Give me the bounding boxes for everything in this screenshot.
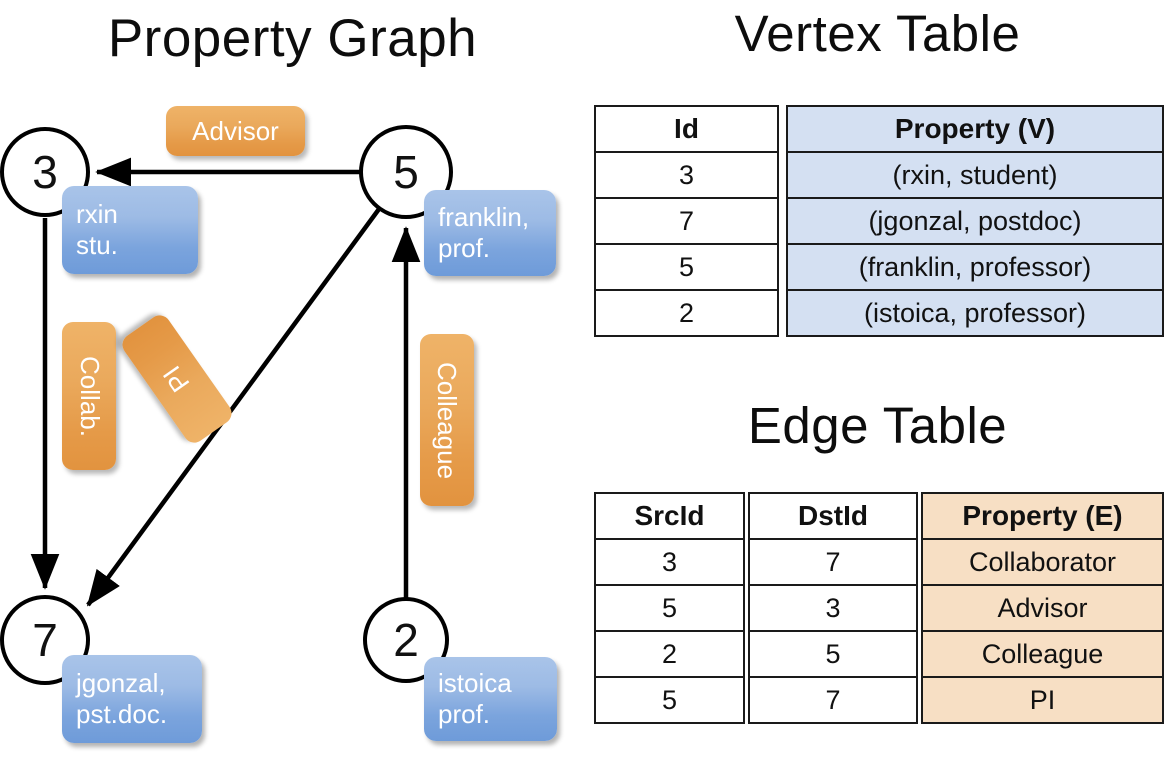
- vertex-cell-id: 5: [594, 243, 779, 291]
- page-title-vertex-table: Vertex Table: [734, 5, 1021, 62]
- edge-cell-srcid: 2: [594, 630, 745, 678]
- vertex-header-property: Property (V): [786, 105, 1164, 153]
- edge-header-dstid: DstId: [748, 492, 918, 540]
- vertex-cell-id: 3: [594, 151, 779, 199]
- edge-table-property-column: Property (E) Collaborator Advisor Collea…: [921, 492, 1164, 724]
- graph-node-7-label: 7: [32, 614, 58, 666]
- table-row: (franklin, professor): [786, 243, 1164, 291]
- property-graph-diagram: 3 5 7 2 rxin stu. franklin, prof. jgonza…: [0, 106, 557, 743]
- vertex-cell-property: (istoica, professor): [786, 289, 1164, 337]
- edge-cell-property: Advisor: [921, 584, 1164, 632]
- table-row: 2: [594, 630, 745, 678]
- node-property-box-2[interactable]: istoica prof.: [424, 657, 557, 741]
- graph-edge-arrows: [30, 157, 421, 607]
- edge-arrow-5-to-7: [86, 207, 381, 607]
- edge-label-collab[interactable]: Collab.: [62, 322, 116, 470]
- page-title-property-graph: Property Graph: [107, 9, 478, 68]
- table-header-row: Id: [594, 105, 779, 153]
- table-row: (istoica, professor): [786, 289, 1164, 337]
- table-header-row: SrcId: [594, 492, 745, 540]
- edge-cell-property: PI: [921, 676, 1164, 724]
- table-row: 5: [594, 676, 745, 724]
- vertex-cell-property: (franklin, professor): [786, 243, 1164, 291]
- edge-cell-dstid: 7: [748, 538, 918, 586]
- table-row: 5: [748, 630, 918, 678]
- edge-cell-property: Collaborator: [921, 538, 1164, 586]
- graph-node-2-label: 2: [393, 614, 419, 666]
- node-property-2-line1: istoica: [438, 668, 512, 699]
- edge-cell-property: Colleague: [921, 630, 1164, 678]
- vertex-table-id-column: Id 3 7 5 2: [594, 105, 779, 337]
- table-row: 3: [748, 584, 918, 632]
- node-property-2-line2: prof.: [438, 699, 491, 729]
- table-row: 5: [594, 584, 745, 632]
- node-property-5-line2: prof.: [438, 233, 491, 263]
- node-property-3-line2: stu.: [76, 230, 118, 260]
- vertex-header-id: Id: [594, 105, 779, 153]
- graph-node-5[interactable]: 5: [359, 125, 453, 219]
- table-row: (rxin, student): [786, 151, 1164, 199]
- edge-cell-srcid: 3: [594, 538, 745, 586]
- table-row: PI: [921, 676, 1164, 724]
- table-header-row: Property (E): [921, 492, 1164, 540]
- edge-cell-dstid: 5: [748, 630, 918, 678]
- table-row: 3: [594, 538, 745, 586]
- node-property-7-line2: pst.doc.: [76, 699, 168, 729]
- vertex-cell-id: 2: [594, 289, 779, 337]
- table-row: 7: [748, 676, 918, 724]
- table-row: Advisor: [921, 584, 1164, 632]
- table-row: 5: [594, 243, 779, 291]
- table-row: (jgonzal, postdoc): [786, 197, 1164, 245]
- edge-label-pi-text: PI: [157, 360, 196, 398]
- page-title-edge-table: Edge Table: [747, 397, 1008, 454]
- edge-label-advisor[interactable]: Advisor: [166, 106, 305, 156]
- edge-table-dstid-column: DstId 7 3 5 7: [748, 492, 918, 724]
- edge-table-srcid-column: SrcId 3 5 2 5: [594, 492, 745, 724]
- node-property-box-5[interactable]: franklin, prof.: [424, 190, 556, 276]
- table-header-row: DstId: [748, 492, 918, 540]
- edge-header-srcid: SrcId: [594, 492, 745, 540]
- vertex-cell-property: (rxin, student): [786, 151, 1164, 199]
- edge-cell-dstid: 3: [748, 584, 918, 632]
- edge-label-collab-text: Collab.: [74, 355, 105, 437]
- node-property-box-7[interactable]: jgonzal, pst.doc.: [62, 655, 202, 743]
- node-property-7-line1: jgonzal,: [76, 668, 166, 699]
- edge-label-colleague-text: Colleague: [432, 361, 463, 479]
- graph-node-5-label: 5: [393, 146, 419, 198]
- vertex-cell-id: 7: [594, 197, 779, 245]
- graph-node-3-label: 3: [32, 146, 58, 198]
- table-row: 7: [748, 538, 918, 586]
- vertex-cell-property: (jgonzal, postdoc): [786, 197, 1164, 245]
- table-header-row: Property (V): [786, 105, 1164, 153]
- node-property-box-3[interactable]: rxin stu.: [62, 186, 198, 274]
- edge-cell-dstid: 7: [748, 676, 918, 724]
- table-row: 3: [594, 151, 779, 199]
- edge-header-property: Property (E): [921, 492, 1164, 540]
- table-row: Collaborator: [921, 538, 1164, 586]
- node-property-3-line1: rxin: [76, 199, 118, 230]
- edge-cell-srcid: 5: [594, 584, 745, 632]
- edge-cell-srcid: 5: [594, 676, 745, 724]
- vertex-table-property-column: Property (V) (rxin, student) (jgonzal, p…: [786, 105, 1164, 337]
- table-row: 2: [594, 289, 779, 337]
- graph-node-2[interactable]: 2: [363, 597, 449, 683]
- edge-label-colleague[interactable]: Colleague: [420, 334, 474, 506]
- table-row: 7: [594, 197, 779, 245]
- edge-label-advisor-text: Advisor: [192, 115, 279, 146]
- table-row: Colleague: [921, 630, 1164, 678]
- node-property-5-line1: franklin,: [438, 202, 530, 233]
